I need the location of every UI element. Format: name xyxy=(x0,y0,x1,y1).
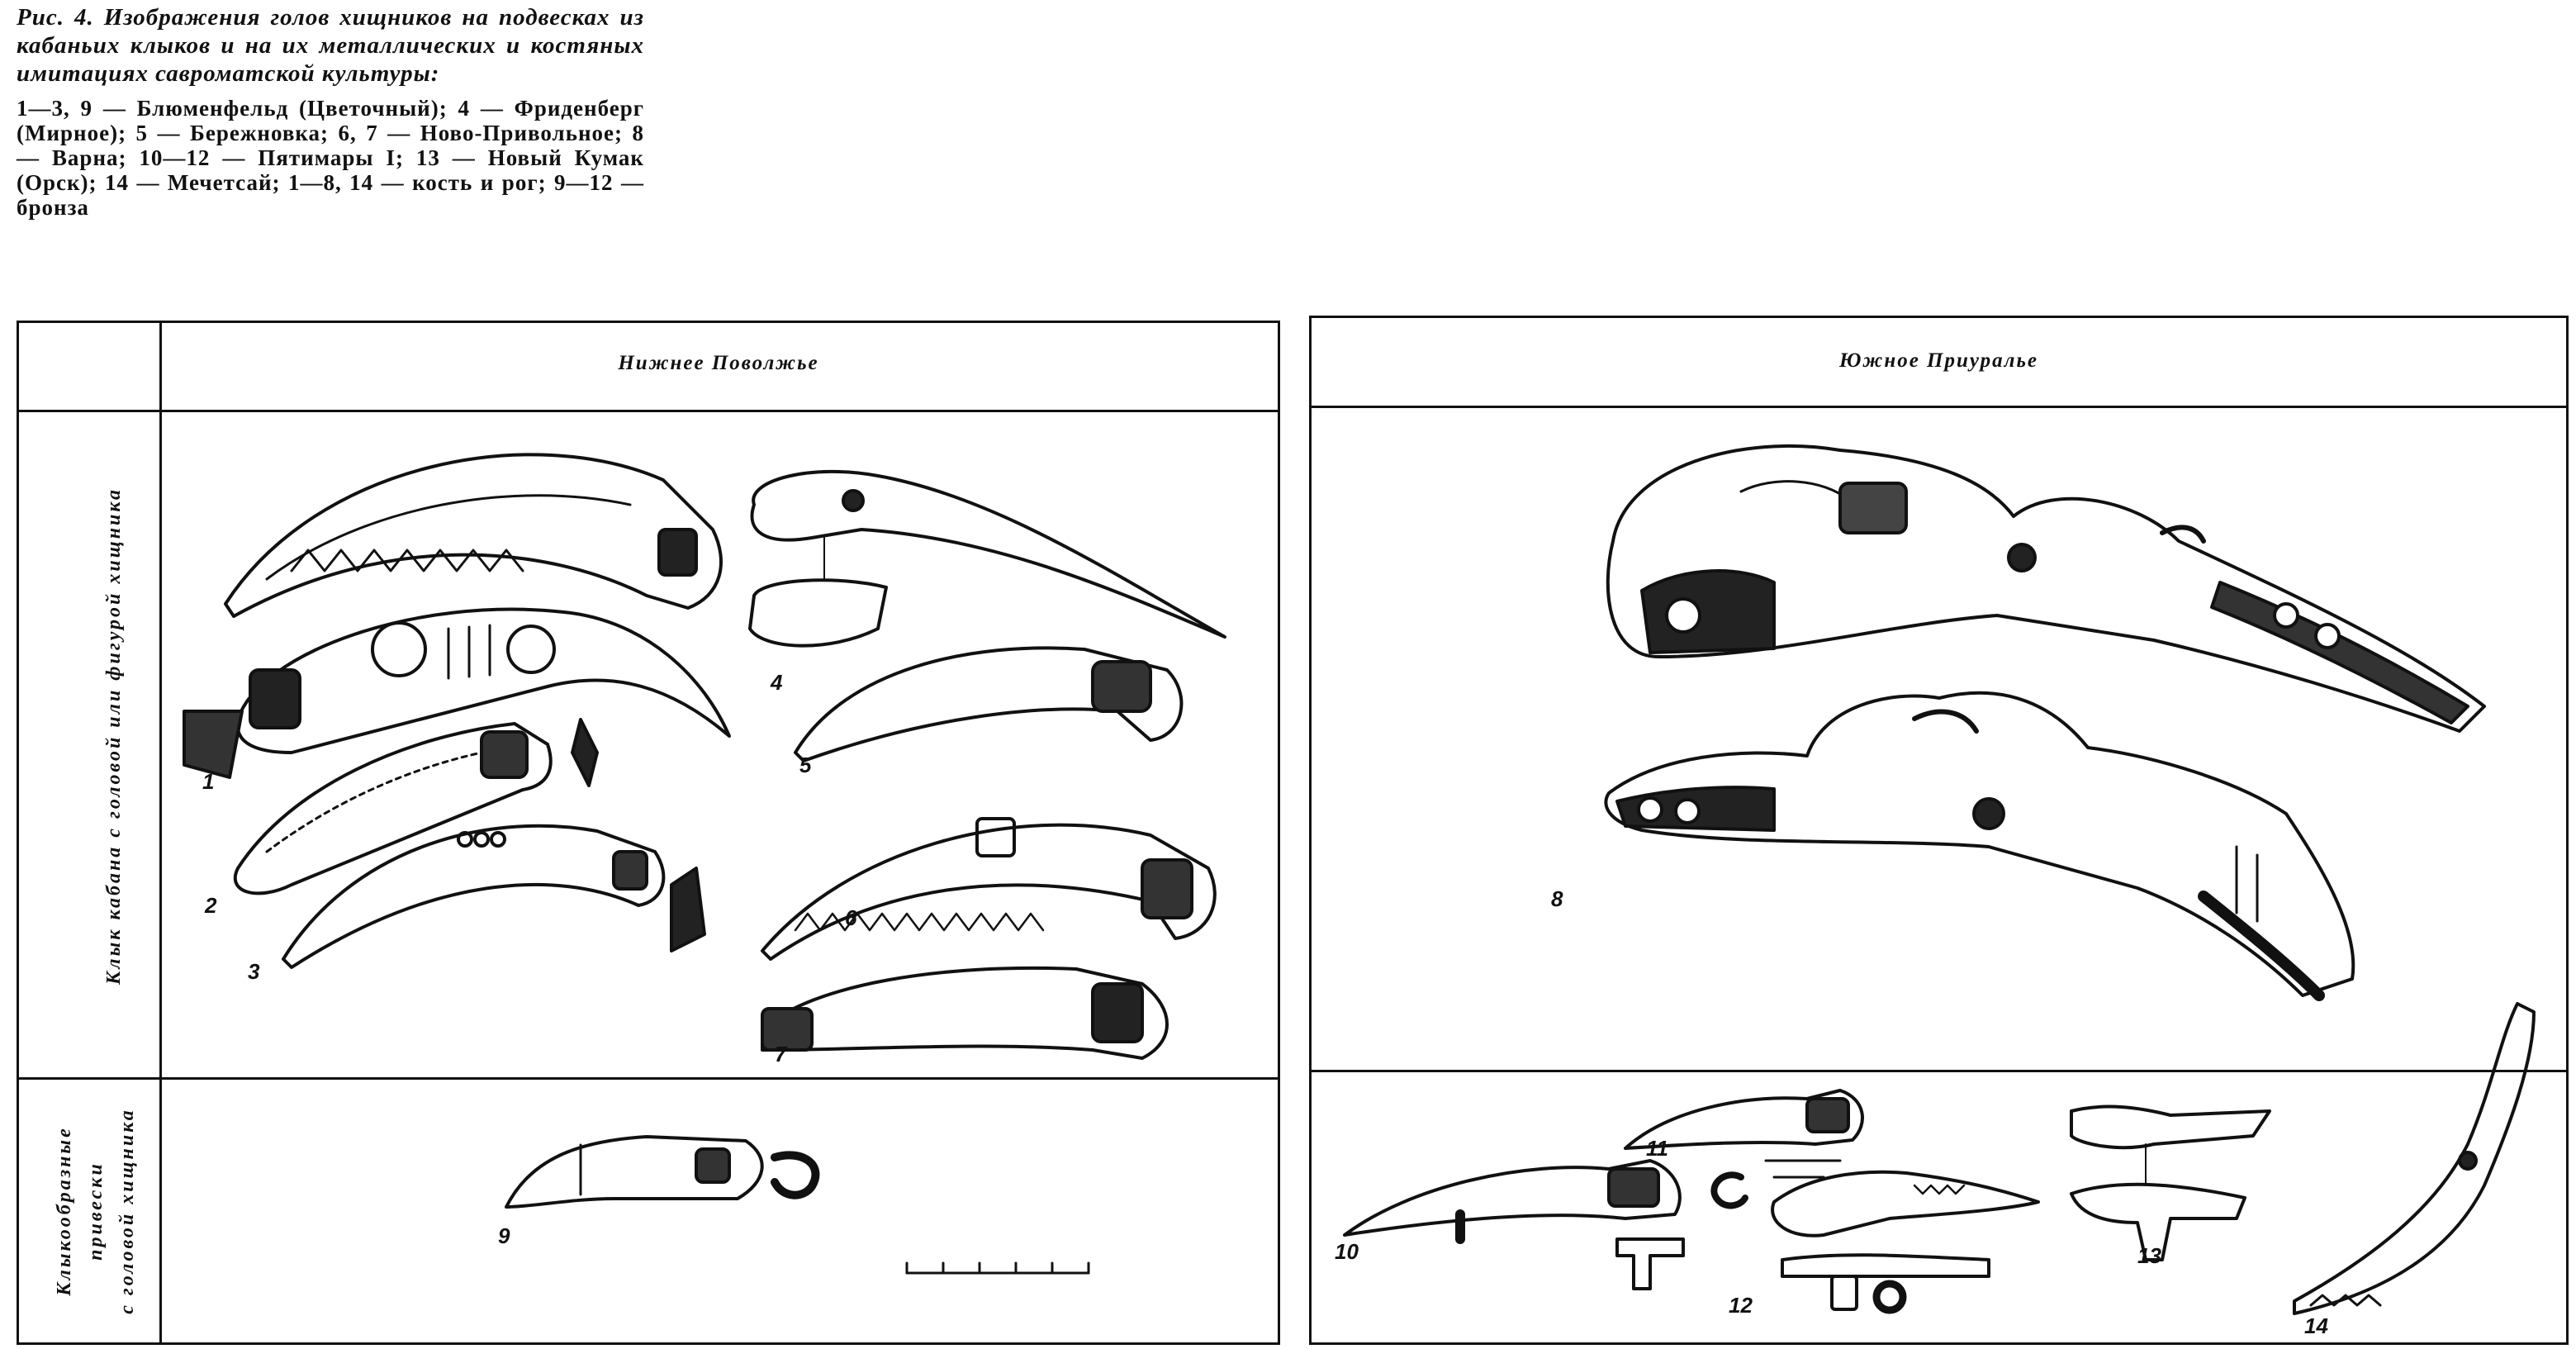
artifact-10-pendant xyxy=(1343,1159,1685,1290)
figure-number-14: 14 xyxy=(2304,1313,2328,1338)
artifact-1-tusk xyxy=(224,453,723,618)
artifact-5-tusk xyxy=(794,646,1184,762)
panel-header-divider xyxy=(19,410,1278,412)
panel-lower-volga: Нижнее Поволжье Клык кабана с головой ил… xyxy=(17,321,1280,1345)
figure-number-2: 2 xyxy=(205,893,217,918)
region-title-lower-volga: Нижнее Поволжье xyxy=(618,352,819,374)
artifact-11-pendant xyxy=(1624,1089,1864,1209)
region-title-southern-urals: Южное Приуралье xyxy=(1838,349,2039,372)
figure-caption: Рис. 4. Изображения голов хищников на по… xyxy=(17,3,644,220)
figure-number-1: 1 xyxy=(202,769,215,794)
figure-number-11: 11 xyxy=(1646,1136,1668,1161)
artifact-9-pendant xyxy=(505,1135,820,1209)
artifact-4-tusk xyxy=(748,469,1226,648)
panel-row-divider xyxy=(1312,1070,2566,1072)
artifact-12-pendant xyxy=(1771,1170,2040,1314)
figure-number-8: 8 xyxy=(1551,886,1563,911)
artifact-2-tusk xyxy=(233,718,599,895)
artifact-3-tusk xyxy=(282,824,706,969)
figure-number-13: 13 xyxy=(2137,1243,2161,1268)
artifact-6-tusk xyxy=(761,817,1217,961)
artifact-8-upper xyxy=(1606,444,2486,733)
panel-southern-urals: Южное Приуралье xyxy=(1309,316,2569,1345)
figure-number-12: 12 xyxy=(1729,1293,1753,1318)
figure-number-9: 9 xyxy=(498,1223,510,1248)
panel-row-divider xyxy=(19,1077,1278,1080)
figure-number-5: 5 xyxy=(799,753,812,777)
panel-column-divider xyxy=(159,323,162,1342)
southern-urals-drawings xyxy=(1343,444,2536,1315)
panel-header-divider xyxy=(1312,406,2566,408)
caption-title: Рис. 4. Изображения голов хищников на по… xyxy=(17,4,644,87)
artifact-7-tusk xyxy=(761,966,1169,1060)
caption-legend: 1—3, 9 — Блюменфельд (Цветочный); 4 — Фр… xyxy=(17,96,644,220)
artifact-14-pendant xyxy=(2293,1002,2536,1315)
scale-bar xyxy=(905,1261,1090,1275)
lower-volga-drawings xyxy=(183,453,1226,1275)
figure-number-3: 3 xyxy=(248,959,260,984)
figure-number-4: 4 xyxy=(771,670,783,695)
figure-number-7: 7 xyxy=(775,1042,787,1066)
figure-number-10: 10 xyxy=(1335,1239,1359,1264)
artifact-13-pendant xyxy=(2070,1104,2271,1261)
figure-number-6: 6 xyxy=(845,905,857,930)
artifact-1-tusk-figure xyxy=(183,607,731,779)
artifact-8-lower xyxy=(1604,691,2355,1001)
